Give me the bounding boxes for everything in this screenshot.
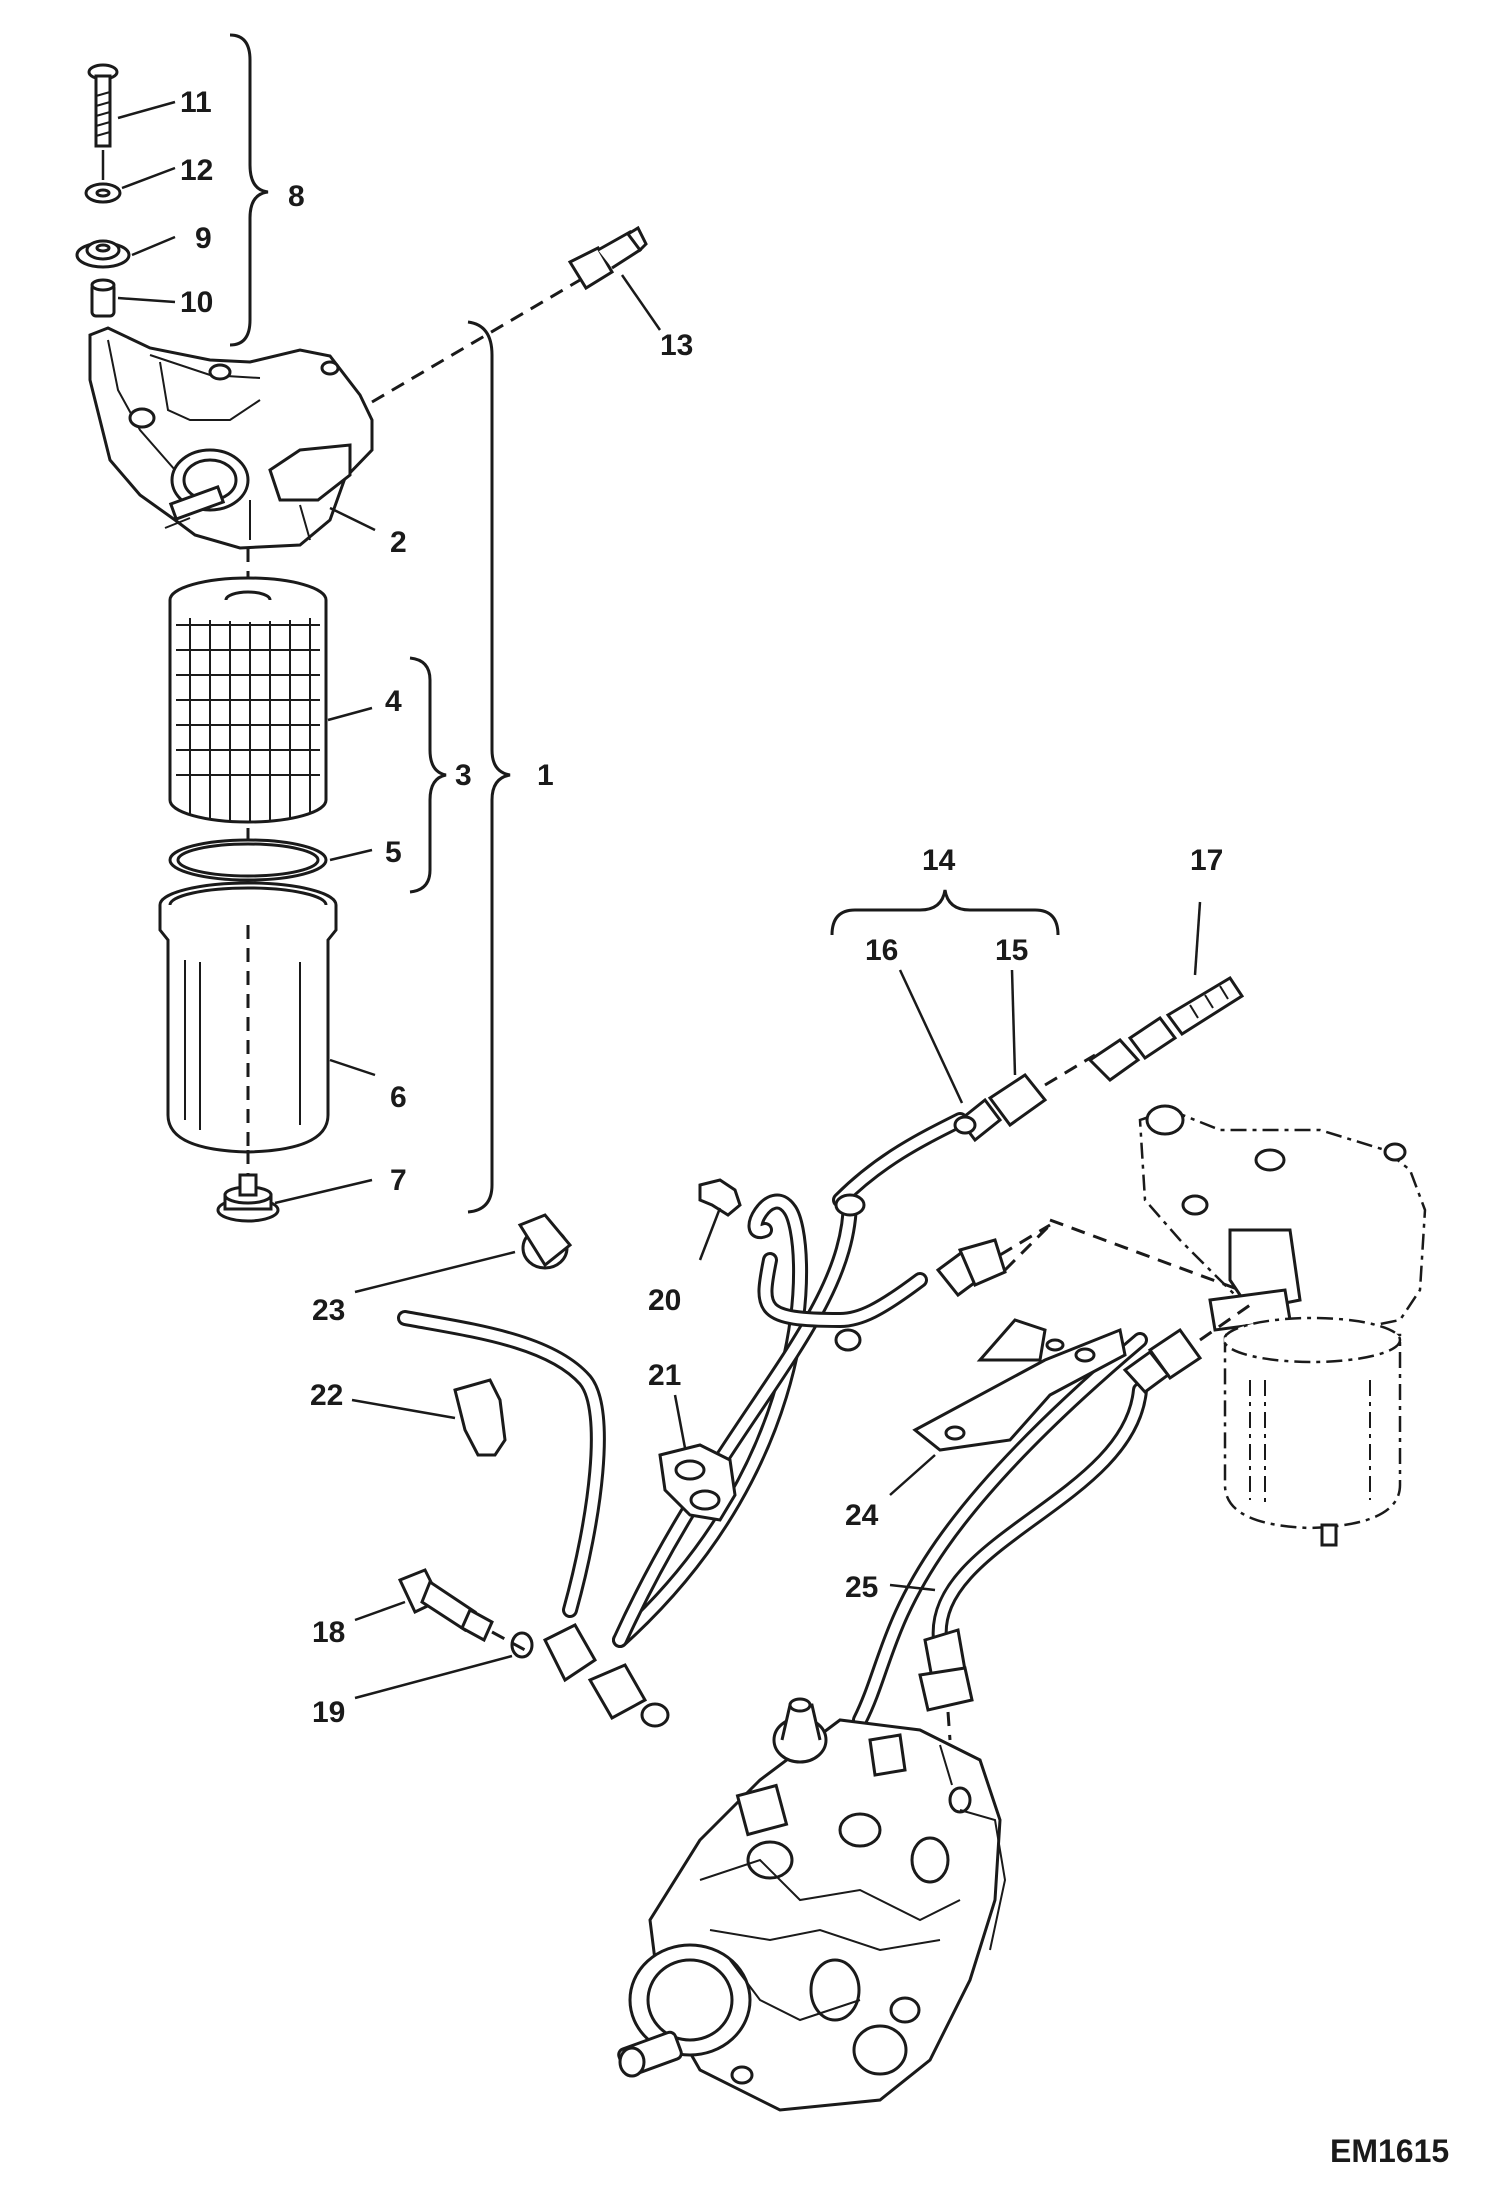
callout-9: 9 <box>195 222 212 255</box>
callout-14: 14 <box>922 844 956 877</box>
callout-10: 10 <box>180 286 213 319</box>
brace-14 <box>830 889 1060 936</box>
axis-dash-13 <box>371 278 581 404</box>
connector-center <box>935 1238 1007 1298</box>
bracket-24 <box>912 1318 1127 1452</box>
leader-lines <box>117 100 1202 1700</box>
fitting-18 <box>397 1568 494 1643</box>
o-ring-19 <box>510 1631 534 1659</box>
drain-plug-7 <box>216 1150 280 1223</box>
callout-1: 1 <box>537 759 554 792</box>
fitting-13 <box>567 225 648 291</box>
callout-2: 2 <box>390 526 407 559</box>
axis-dash-ghost <box>1049 1218 1241 1292</box>
callout-3: 3 <box>455 759 472 792</box>
axis-dash-25 <box>1199 1303 1251 1342</box>
callout-21: 21 <box>648 1359 681 1392</box>
filter-head-2 <box>88 326 374 580</box>
callout-7: 7 <box>390 1164 407 1197</box>
brace-8 <box>229 33 269 347</box>
callout-11: 11 <box>180 86 212 119</box>
callout-6: 6 <box>390 1081 407 1114</box>
fuel-line-harness <box>397 1112 1148 1728</box>
callout-labels: 11 12 8 9 10 13 2 4 3 1 5 6 7 14 16 15 1… <box>180 86 1223 1729</box>
callout-15: 15 <box>995 934 1028 967</box>
drawing-code: EM1615 <box>1330 2133 1449 2169</box>
fitting-25-top <box>1122 1327 1203 1395</box>
axis-dash-center <box>999 1223 1051 1257</box>
callout-20: 20 <box>648 1284 681 1317</box>
clip-22 <box>453 1378 507 1457</box>
fitting-25-bottom <box>918 1628 974 1712</box>
installed-filter-ghost <box>1138 1104 1427 1547</box>
o-ring-5 <box>168 838 328 882</box>
bolt-11 <box>87 63 119 180</box>
filter-element-4 <box>168 576 328 824</box>
callout-16: 16 <box>865 934 898 967</box>
clip-20 <box>698 1178 742 1217</box>
axis-dash-18 <box>491 1630 526 1652</box>
grommet-9 <box>75 239 131 269</box>
clip-21 <box>658 1443 737 1522</box>
injection-pump <box>617 1697 1007 2112</box>
callout-22: 22 <box>310 1379 343 1412</box>
spacer-10 <box>90 278 116 318</box>
banjo-connector <box>542 1623 670 1728</box>
callout-23: 23 <box>312 1294 345 1327</box>
plug-23 <box>517 1213 573 1270</box>
callout-24: 24 <box>845 1499 879 1532</box>
callout-19: 19 <box>312 1696 345 1729</box>
callout-5: 5 <box>385 836 402 869</box>
washer-12 <box>84 182 122 204</box>
axis-dash-pump <box>946 1711 952 1741</box>
callout-8: 8 <box>288 180 305 213</box>
brace-3 <box>409 656 447 894</box>
callout-18: 18 <box>312 1616 345 1649</box>
callout-17: 17 <box>1190 844 1223 877</box>
axis-dash-15 <box>1044 1053 1096 1087</box>
fitting-17 <box>1087 975 1245 1082</box>
filter-bowl-6 <box>158 881 338 1160</box>
callout-4: 4 <box>385 685 402 718</box>
axis-dash-link <box>1003 1223 1052 1272</box>
brace-1 <box>467 320 511 1214</box>
callout-12: 12 <box>180 154 213 187</box>
connector-15-16 <box>953 1072 1048 1143</box>
callout-13: 13 <box>660 329 693 362</box>
callout-25: 25 <box>845 1571 878 1604</box>
